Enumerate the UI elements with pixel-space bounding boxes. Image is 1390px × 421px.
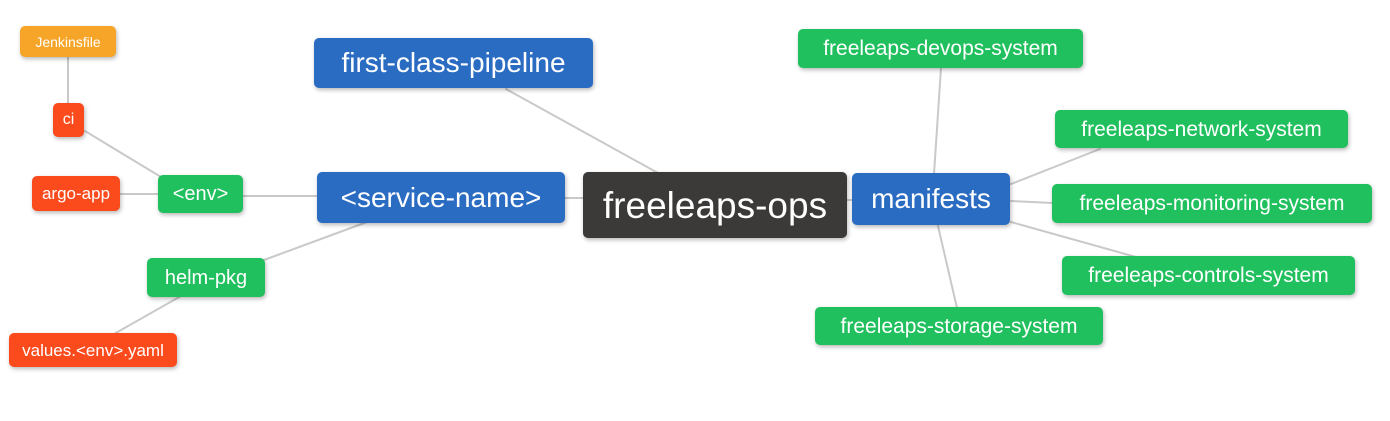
- node-service-name[interactable]: <service-name>: [317, 172, 565, 223]
- node-argo-app[interactable]: argo-app: [32, 176, 120, 211]
- connector-manifests-storage-system: [937, 225, 958, 309]
- connector-manifests-controls-system: [1010, 221, 1137, 258]
- connector-ops-first-class-pipeline: [505, 88, 659, 174]
- node-freeleaps-network-system[interactable]: freeleaps-network-system: [1055, 110, 1348, 148]
- connector-service-name-helm-pkg: [263, 221, 368, 261]
- node-freeleaps-storage-system[interactable]: freeleaps-storage-system: [815, 307, 1103, 345]
- connector-env-ci: [84, 130, 162, 178]
- node-freeleaps-controls-system[interactable]: freeleaps-controls-system: [1062, 256, 1355, 295]
- node-root-freeleaps-ops[interactable]: freeleaps-ops: [583, 172, 847, 238]
- node-values-env-yaml[interactable]: values.<env>.yaml: [9, 333, 177, 367]
- node-helm-pkg[interactable]: helm-pkg: [147, 258, 265, 297]
- node-jenkinsfile[interactable]: Jenkinsfile: [20, 26, 116, 57]
- node-freeleaps-devops-system[interactable]: freeleaps-devops-system: [798, 29, 1083, 68]
- node-ci[interactable]: ci: [53, 103, 84, 137]
- node-first-class-pipeline[interactable]: first-class-pipeline: [314, 38, 593, 88]
- connector-manifests-devops-system: [933, 67, 942, 175]
- connector-manifests-monitoring-system: [1010, 200, 1054, 204]
- node-env[interactable]: <env>: [158, 175, 243, 213]
- connector-manifests-network-system: [1010, 148, 1101, 185]
- node-manifests[interactable]: manifests: [852, 173, 1010, 225]
- node-freeleaps-monitoring-system[interactable]: freeleaps-monitoring-system: [1052, 184, 1372, 223]
- connector-helm-pkg-values: [113, 295, 182, 335]
